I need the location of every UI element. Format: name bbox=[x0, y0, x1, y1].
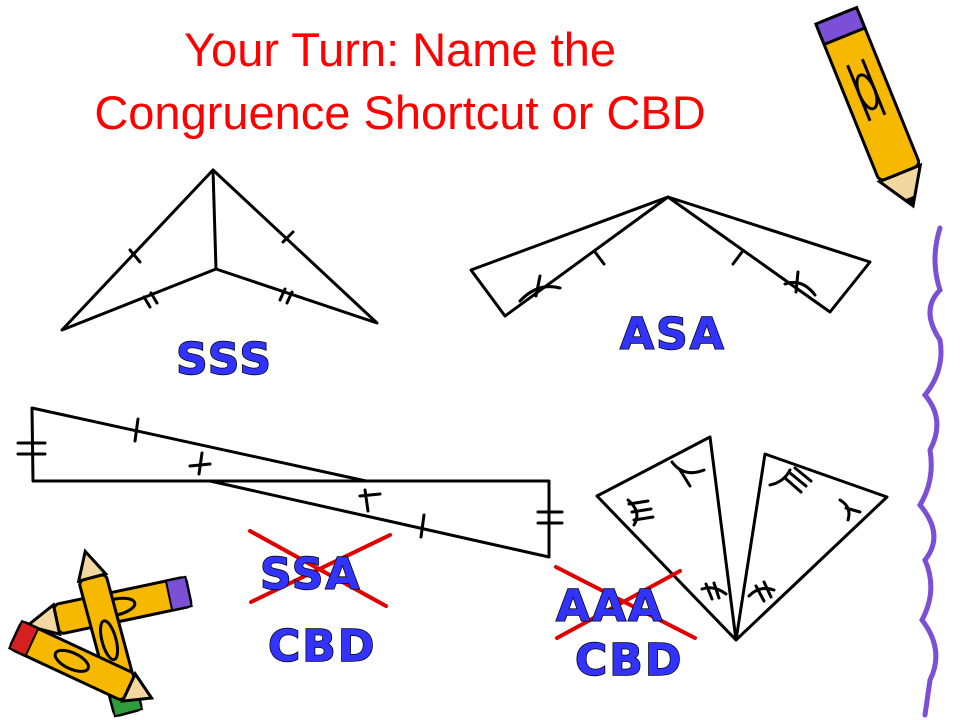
answer-asa: ASA bbox=[619, 309, 726, 360]
answer-ssa: SSA bbox=[259, 549, 362, 600]
title-line-1: Your Turn: Name the bbox=[184, 23, 616, 76]
ssa-diagram bbox=[16, 406, 564, 559]
answer-aaa: AAA bbox=[555, 581, 665, 632]
title-line-2: Congruence Shortcut or CBD bbox=[94, 86, 706, 139]
squiggle-border bbox=[916, 225, 944, 718]
sss-diagram bbox=[60, 168, 379, 332]
pencil-bundle-icon bbox=[7, 548, 193, 718]
answer-ssa-verdict: CBD bbox=[267, 621, 377, 672]
aaa-diagram bbox=[595, 435, 889, 642]
aaa-strike bbox=[554, 565, 697, 640]
pencil-icon bbox=[813, 5, 923, 209]
answer-sss: SSS bbox=[175, 334, 274, 385]
ssa-strike bbox=[248, 529, 392, 608]
asa-diagram bbox=[469, 195, 872, 318]
answer-aaa-verdict: CBD bbox=[574, 635, 684, 686]
